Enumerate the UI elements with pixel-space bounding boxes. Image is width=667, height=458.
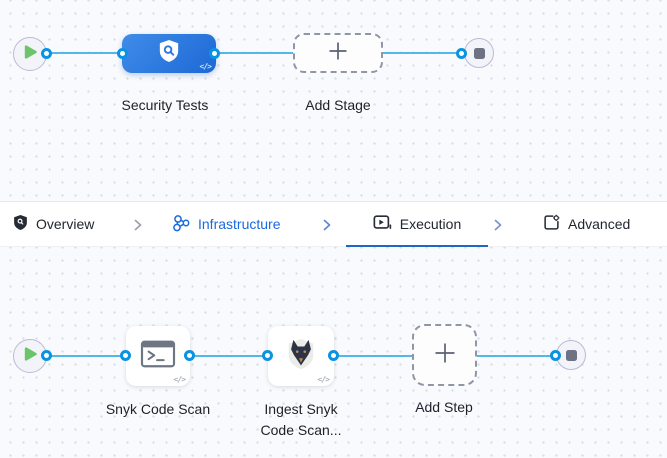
step-label-line2: Code Scan...	[260, 422, 342, 438]
code-badge-icon: </>	[199, 62, 212, 71]
connector-line	[186, 355, 272, 357]
execution-play-icon	[373, 214, 392, 234]
connector-port[interactable]	[456, 48, 467, 59]
tab-advanced-label: Advanced	[568, 216, 631, 232]
stage-security-tests[interactable]: </>	[122, 34, 216, 73]
connector-port[interactable]	[550, 350, 561, 361]
connector-port[interactable]	[41, 48, 52, 59]
connector-port[interactable]	[262, 350, 273, 361]
tab-overview[interactable]: Overview	[13, 202, 94, 246]
code-badge-icon: </>	[317, 375, 330, 384]
tab-infrastructure[interactable]: Infrastructure	[172, 202, 280, 246]
connector-port[interactable]	[328, 350, 339, 361]
active-tab-underline	[346, 245, 488, 248]
plus-icon	[328, 41, 348, 66]
chevron-right-icon	[132, 218, 144, 237]
tab-execution-label: Execution	[399, 216, 462, 232]
connector-line	[474, 355, 558, 357]
pipeline-end-node[interactable]	[464, 38, 494, 68]
chevron-right-icon	[321, 218, 333, 237]
tab-execution[interactable]: Execution	[346, 202, 488, 248]
infrastructure-icon	[172, 214, 190, 235]
stage-config-tabbar: Overview Infrastructure E	[0, 201, 667, 248]
add-step-label: Add Step	[415, 399, 473, 415]
connector-port[interactable]	[120, 350, 131, 361]
snyk-dog-icon	[284, 336, 318, 377]
stage-pipeline-canvas: </> Security Tests Add Stage	[0, 0, 667, 201]
connector-port[interactable]	[209, 48, 220, 59]
connector-line	[378, 52, 466, 54]
connector-line	[40, 52, 127, 54]
tab-overview-label: Overview	[36, 216, 95, 232]
connector-line	[40, 355, 130, 357]
stop-icon	[565, 349, 577, 361]
connector-line	[211, 52, 298, 54]
connector-port[interactable]	[184, 350, 195, 361]
code-badge-icon: </>	[173, 375, 186, 384]
step-ingest-snyk-scan[interactable]: </>	[268, 326, 334, 386]
terminal-icon	[139, 338, 177, 375]
stop-icon	[473, 47, 485, 59]
advanced-gear-icon	[543, 214, 560, 234]
connector-line	[330, 355, 415, 357]
stage-label: Security Tests	[121, 97, 209, 113]
shield-scan-icon	[158, 39, 180, 68]
step-snyk-code-scan[interactable]: </>	[126, 326, 190, 386]
tab-advanced[interactable]: Advanced	[543, 202, 630, 246]
connector-port[interactable]	[117, 48, 128, 59]
plus-icon	[434, 342, 456, 369]
step-label-line1: Ingest Snyk	[264, 401, 338, 417]
step-label: Snyk Code Scan	[105, 401, 211, 417]
tab-infrastructure-label: Infrastructure	[198, 216, 281, 232]
shield-icon	[13, 214, 28, 234]
play-icon	[23, 346, 38, 367]
connector-port[interactable]	[41, 350, 52, 361]
add-step-button[interactable]	[412, 324, 477, 386]
chevron-right-icon	[492, 218, 504, 237]
add-stage-label: Add Stage	[305, 97, 371, 113]
step-label: Ingest Snyk Code Scan...	[229, 399, 373, 441]
execution-steps-canvas: </> </> Snyk Code Scan Ingest Snyk Code …	[0, 247, 667, 458]
add-stage-button[interactable]	[293, 33, 383, 73]
play-icon	[23, 44, 38, 65]
